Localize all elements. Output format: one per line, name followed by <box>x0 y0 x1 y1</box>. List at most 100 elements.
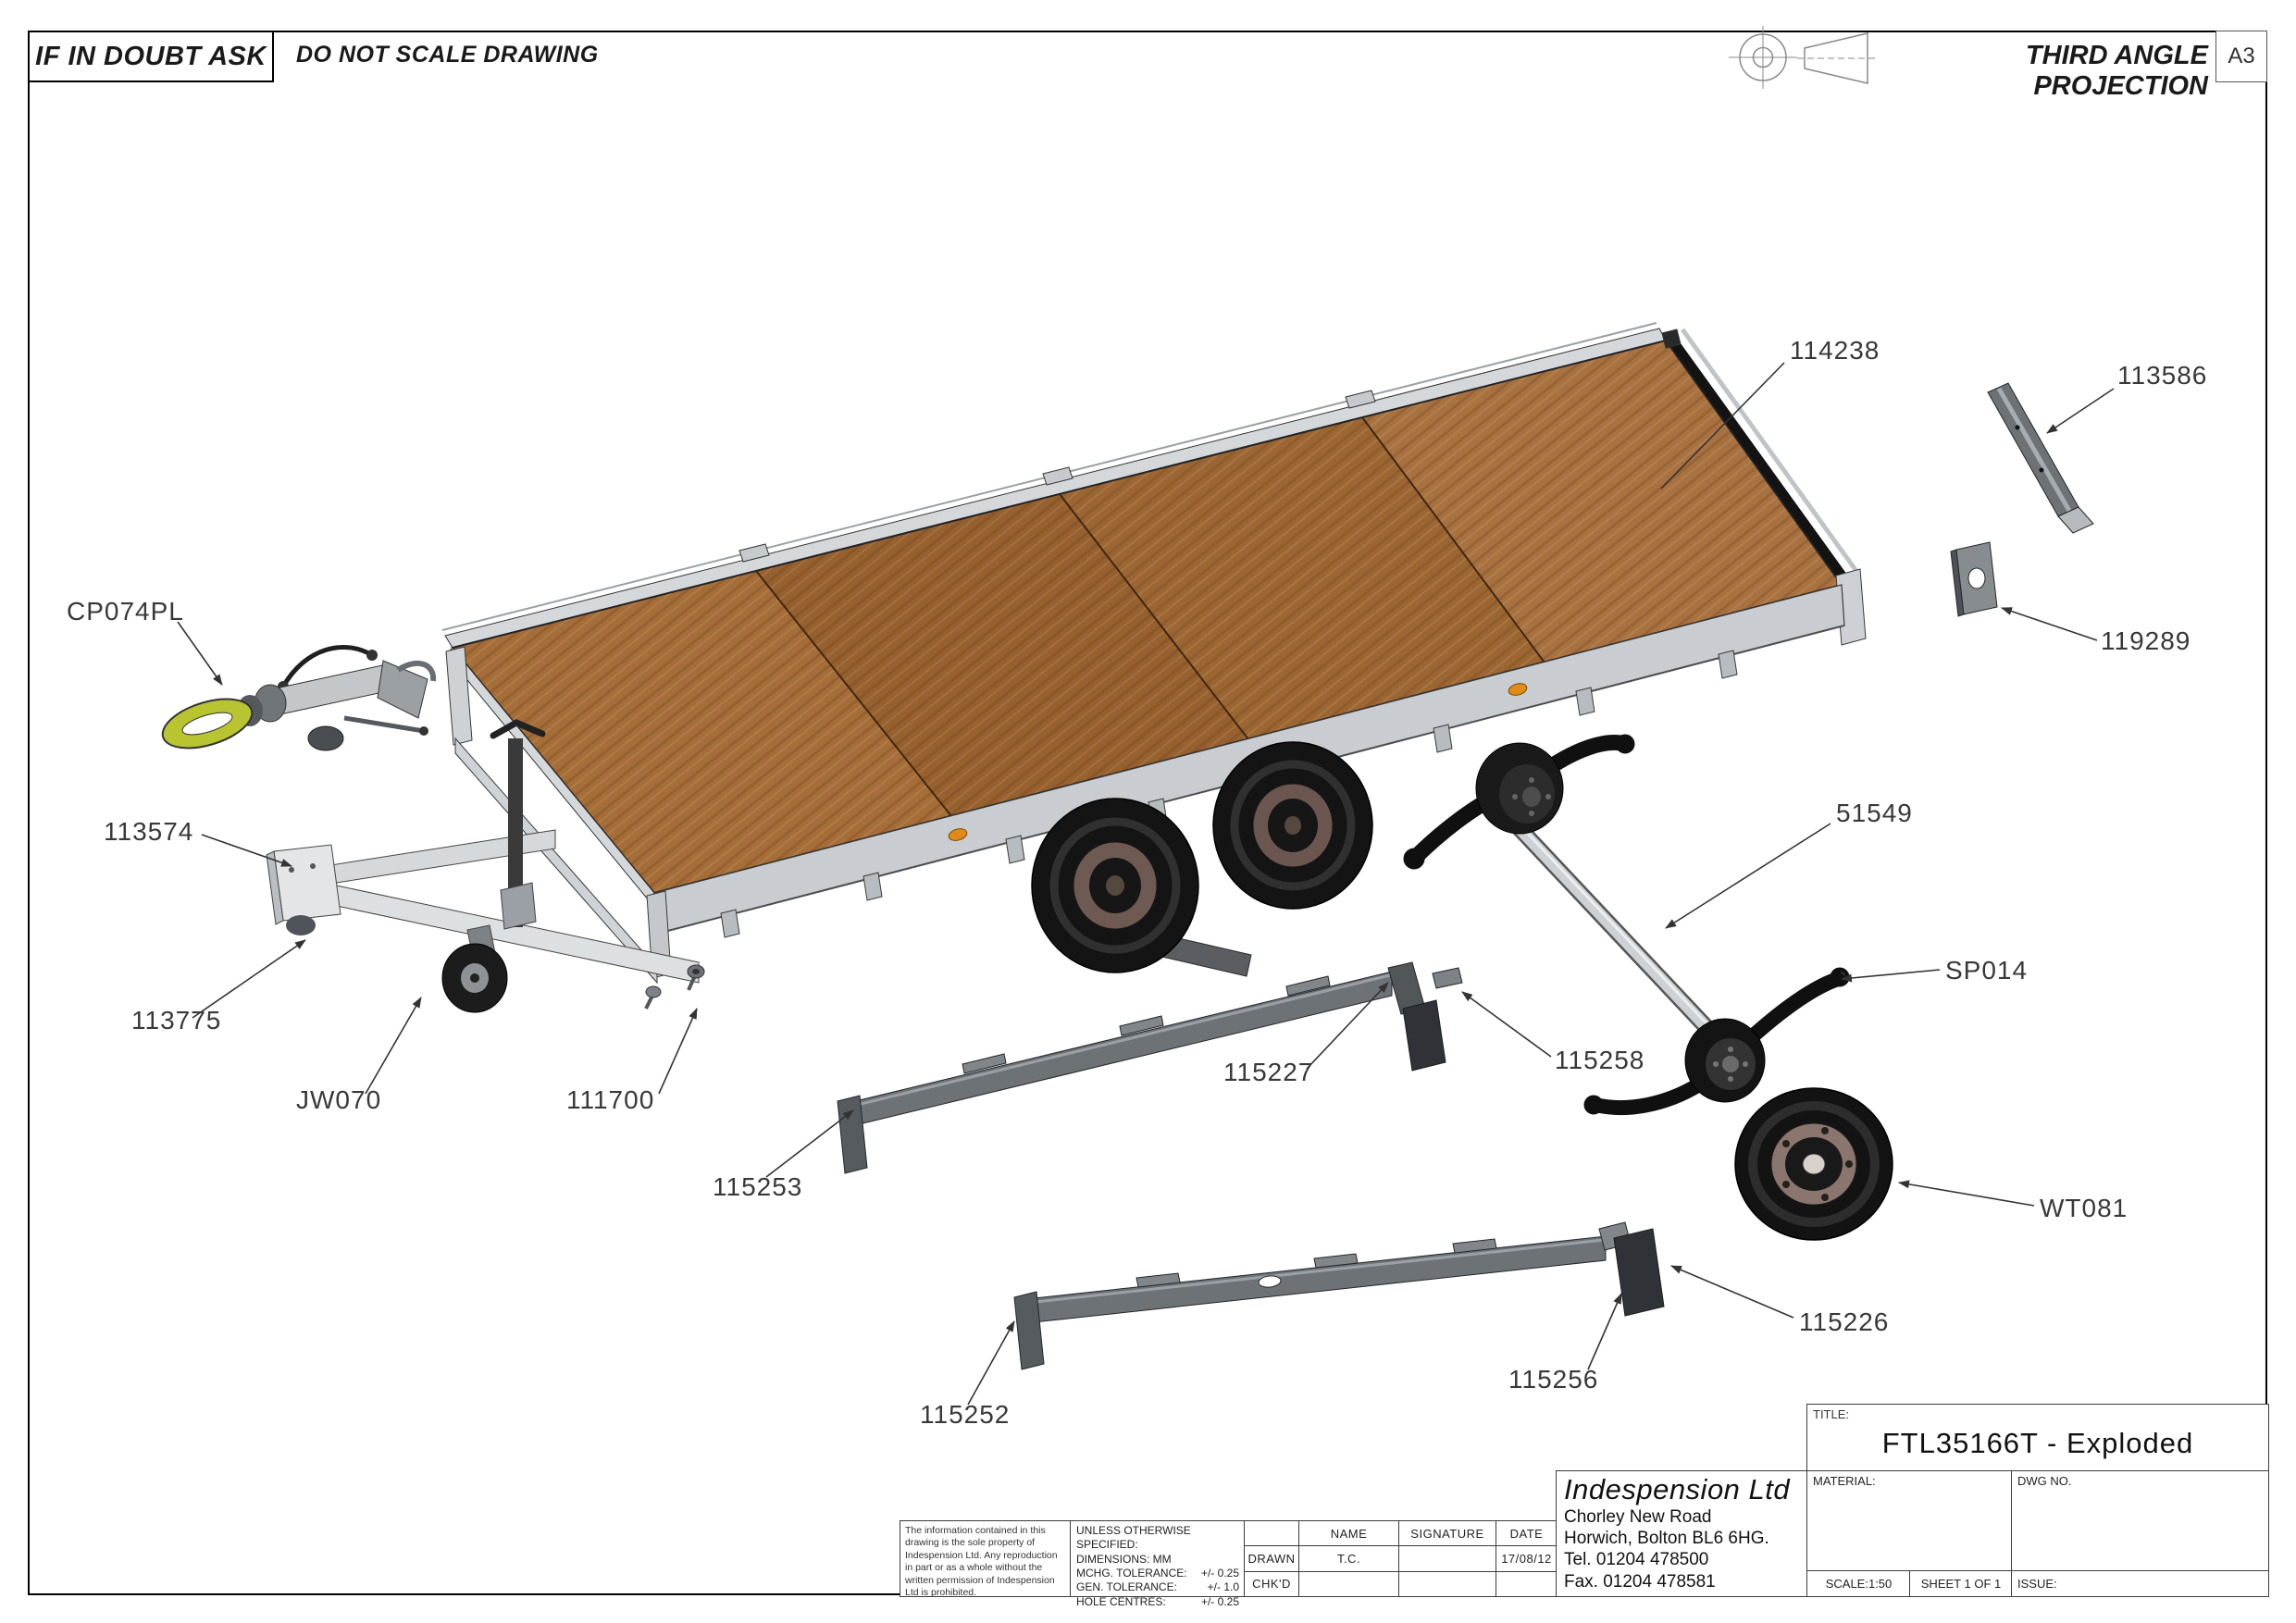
side-guard-rail-lower <box>1013 1221 1665 1370</box>
leader-line <box>177 621 223 686</box>
table-header: SIGNATURE <box>1398 1519 1496 1547</box>
dwg-no-label: DWG NO. <box>2017 1474 2072 1488</box>
part-labels: 114238 113586 119289 CP074PL 113574 1137… <box>67 336 2207 1429</box>
part-label-cp074pl: CP074PL <box>67 597 184 626</box>
table-cell: T.C. <box>1298 1545 1399 1572</box>
disclaimer-box: The information contained in this drawin… <box>900 1520 1072 1598</box>
leader-line <box>967 1320 1015 1406</box>
part-label-114238: 114238 <box>1790 336 1880 365</box>
title-label: TITLE: <box>1813 1407 1850 1421</box>
deck-clamp-brackets <box>738 328 1682 563</box>
part-label-51549: 51549 <box>1836 799 1913 827</box>
if-in-doubt-box: IF IN DOUBT ASK <box>28 31 274 82</box>
jockey-wheel-assembly <box>441 719 546 1013</box>
leader-line <box>2001 607 2098 641</box>
hitch-under-plate <box>286 915 316 935</box>
leader-line <box>658 1008 698 1095</box>
leader-line <box>1587 1293 1622 1370</box>
part-label-115256: 115256 <box>1508 1365 1598 1394</box>
signature-table: NAME SIGNATURE DATE DRAWN T.C. 17/08/12 … <box>1244 1519 1558 1598</box>
spec-value: +/- 0.25 <box>1200 1594 1239 1608</box>
leader-line <box>1670 1265 1794 1319</box>
spec-label: HOLE CENTRES: <box>1076 1594 1166 1608</box>
part-label-113586: 113586 <box>2117 361 2207 390</box>
side-board-113586 <box>1987 382 2094 534</box>
material-label: MATERIAL: <box>1813 1474 1876 1488</box>
leaf-spring <box>1747 972 1845 1042</box>
leader-line <box>1841 969 1941 983</box>
part-label-wt081: WT081 <box>2040 1194 2128 1222</box>
table-cell <box>1398 1545 1496 1572</box>
table-header: DATE <box>1496 1519 1558 1547</box>
part-label-113775: 113775 <box>131 1006 221 1035</box>
rear-edge-trim <box>1680 328 1861 576</box>
sheet-cell: SHEET 1 OF 1 <box>1909 1570 2013 1597</box>
mudflap <box>1402 999 1446 1072</box>
table-cell <box>1496 1570 1558 1598</box>
front-road-wheel <box>1031 798 1199 973</box>
jockey-crank-handle <box>490 719 546 739</box>
company-tel: Tel. 01204 478500 <box>1564 1550 1709 1570</box>
leader-line <box>1660 362 1785 489</box>
rear-road-wheel <box>1212 741 1373 910</box>
front-corner-post <box>445 646 473 746</box>
part-label-115227: 115227 <box>1223 1058 1313 1086</box>
company-name: Indespension Ltd <box>1564 1473 1791 1505</box>
table-cell <box>1398 1570 1496 1598</box>
spec-label: GEN. TOLERANCE: <box>1076 1580 1177 1594</box>
leader-line <box>765 1109 854 1178</box>
table-header: NAME <box>1298 1519 1399 1547</box>
spec-label: MCHG. TOLERANCE: <box>1076 1567 1187 1580</box>
front-frame-bar <box>454 737 658 985</box>
amber-side-marker <box>1508 683 1528 696</box>
deck-floor <box>451 339 1843 895</box>
coupling-assembly-cp074pl <box>161 644 437 751</box>
table-cell: DRAWN <box>1244 1545 1299 1572</box>
table-header <box>1244 1519 1299 1547</box>
issue-cell: ISSUE: <box>2011 1570 2269 1597</box>
company-fax: Fax. 01204 478581 <box>1564 1571 1716 1592</box>
table-cell: 17/08/12 <box>1496 1545 1558 1572</box>
axle-assembly <box>1403 734 1850 1116</box>
scale-cell: SCALE:1:50 <box>1806 1570 1911 1597</box>
coupling-mount-plate <box>273 844 341 922</box>
mudflap-tab <box>1432 967 1463 989</box>
leader-line <box>2046 388 2115 434</box>
leader-line <box>192 939 306 1019</box>
table-cell <box>1298 1570 1399 1598</box>
part-label-113574: 113574 <box>104 817 193 846</box>
part-label-115252: 115252 <box>920 1400 1010 1429</box>
leader-line <box>365 997 422 1095</box>
spec-value: +/- 1.0 <box>1207 1580 1239 1594</box>
spec-value: +/- 0.25 <box>1200 1567 1239 1580</box>
rail-slot <box>1258 1275 1282 1288</box>
spec-title: UNLESS OTHERWISE SPECIFIED: <box>1076 1524 1191 1552</box>
rail-end-plate <box>1013 1291 1045 1370</box>
side-guard-rail-upper <box>837 961 1463 1174</box>
company-box: Indespension Ltd Chorley New Road Horwic… <box>1556 1470 1808 1597</box>
coupling-head <box>377 660 428 719</box>
dwg-no-box: DWG NO. <box>2011 1470 2269 1571</box>
drawing-title: FTL35166T - Exploded <box>1881 1427 2194 1459</box>
leader-line <box>1461 991 1552 1058</box>
do-not-scale-note: DO NOT SCALE DRAWING <box>296 42 599 68</box>
part-label-115258: 115258 <box>1555 1046 1644 1074</box>
if-in-doubt-text: IF IN DOUBT ASK <box>35 41 267 71</box>
material-box: MATERIAL: <box>1806 1470 2013 1571</box>
leader-line <box>1306 982 1389 1070</box>
hinge-plate-119289 <box>1950 541 1998 617</box>
part-label-115226: 115226 <box>1799 1307 1889 1336</box>
spare-wheel <box>1734 1087 1893 1241</box>
leader-lines <box>177 362 2115 1406</box>
tolerances-box: UNLESS OTHERWISE SPECIFIED: DIMENSIONS: … <box>1070 1520 1246 1608</box>
leaf-spring <box>1588 1077 1706 1116</box>
amber-side-marker <box>948 828 968 841</box>
part-label-115253: 115253 <box>713 1172 802 1201</box>
sheet-size-badge: A3 <box>2215 31 2267 82</box>
fixings-111700 <box>644 964 705 1010</box>
mudflap <box>1613 1228 1665 1317</box>
part-label-111700: 111700 <box>566 1085 654 1114</box>
spec-label: DIMENSIONS: MM <box>1076 1552 1172 1566</box>
